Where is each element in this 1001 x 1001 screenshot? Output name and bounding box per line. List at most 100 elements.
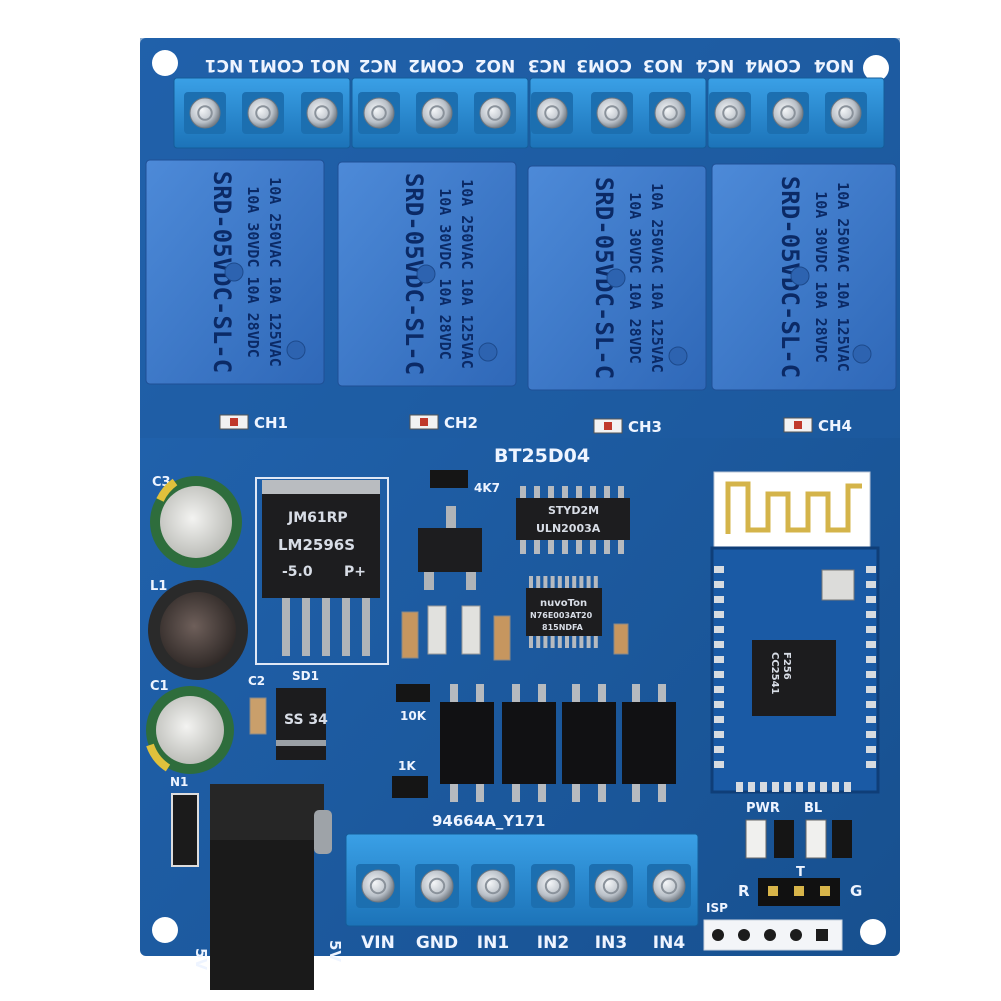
resistor-array-icon <box>392 776 428 798</box>
capacitor-c3-icon <box>150 476 242 568</box>
optocoupler-group <box>440 684 676 802</box>
relay-rating-2: 10A 30VDC 10A 28VDC <box>436 188 454 360</box>
bluetooth-module-icon: CC2541 F256 <box>710 471 880 794</box>
relay-rating-1: 10A 250VAC 10A 125VAC <box>648 183 666 373</box>
capacitor-c1-icon <box>146 686 234 774</box>
relay-rating-2: 10A 30VDC 10A 28VDC <box>812 191 830 363</box>
terminal-label: IN4 <box>653 933 686 953</box>
terminal-screw-icon[interactable] <box>415 864 459 908</box>
driver-chip-icon: STYD2M ULN2003A <box>516 486 630 554</box>
terminal-label: NC2 <box>359 55 398 75</box>
relay-2: 10A 250VAC 10A 125VAC 10A 30VDC 10A 28VD… <box>337 161 517 387</box>
relay-3: 10A 250VAC 10A 125VAC 10A 30VDC 10A 28VD… <box>527 165 707 391</box>
relay-rating-1: 10A 250VAC 10A 125VAC <box>834 182 852 372</box>
top-terminal-labels: NC1 COM1 NO1 NC2 COM2 NO2 NC3 COM3 NO3 N… <box>205 55 855 75</box>
terminal-screw-icon[interactable] <box>589 864 633 908</box>
terminal-screw-icon[interactable] <box>356 864 400 908</box>
optocoupler-icon <box>440 684 494 802</box>
r-1k-label: 1K <box>398 759 416 773</box>
channel-label: CH3 <box>628 418 662 436</box>
terminal-label: NC3 <box>528 55 567 75</box>
inductor-l1-icon <box>148 580 248 680</box>
smd-capacitor-icon <box>249 697 267 735</box>
mounting-hole-icon <box>152 50 178 76</box>
smd-resistor-icon <box>430 470 468 488</box>
terminal-screw-icon[interactable] <box>531 864 575 908</box>
regulator-marking: JM61RP <box>287 510 348 526</box>
bl-label: BL <box>804 801 822 816</box>
c2-label: C2 <box>248 674 265 688</box>
terminal-screw-icon[interactable] <box>649 92 691 134</box>
uart-header-icon <box>758 878 840 906</box>
terminal-screw-icon[interactable] <box>531 92 573 134</box>
terminal-screw-icon[interactable] <box>591 92 633 134</box>
5v-right-label: 5V <box>326 940 344 962</box>
terminal-label: NC1 <box>205 55 244 75</box>
terminal-screw-icon[interactable] <box>242 92 284 134</box>
mounting-hole-icon <box>152 917 178 943</box>
relay-rating-1: 10A 250VAC 10A 125VAC <box>458 179 476 369</box>
optocoupler-icon <box>502 684 556 802</box>
terminal-label: NO4 <box>814 55 855 75</box>
g-pin-label: G <box>850 882 862 900</box>
terminal-label: NO1 <box>310 55 351 75</box>
terminal-screw-icon[interactable] <box>184 92 226 134</box>
terminal-screw-icon[interactable] <box>767 92 809 134</box>
terminal-label: IN1 <box>477 933 509 953</box>
terminal-screw-icon[interactable] <box>647 864 691 908</box>
relay-rating-2: 10A 30VDC 10A 28VDC <box>244 186 262 358</box>
terminal-screw-icon[interactable] <box>301 92 343 134</box>
terminal-label: IN3 <box>595 933 627 953</box>
terminal-label: NO3 <box>643 55 684 75</box>
terminal-screw-icon[interactable] <box>474 92 516 134</box>
diode-icon: SS 34 <box>276 688 328 760</box>
terminal-label: VIN <box>361 933 395 953</box>
jumper-icon <box>171 793 199 867</box>
regulator-marking: -5.0 <box>282 564 313 580</box>
sd1-label: SD1 <box>292 669 319 683</box>
terminal-label: GND <box>416 933 458 953</box>
l1-label: L1 <box>150 579 167 594</box>
relay-rating-2: 10A 30VDC 10A 28VDC <box>626 192 644 364</box>
regulator-chip-icon: JM61RP LM2596S -5.0 P+ <box>255 477 389 665</box>
status-leds <box>745 819 852 859</box>
mcu-chip-icon: nuvoTon N76E003AT20 815NDFA <box>526 576 602 648</box>
board-model-label: BT25D04 <box>494 445 590 467</box>
terminal-label: COM4 <box>745 55 801 75</box>
optocoupler-icon <box>562 684 616 802</box>
diode-marking: SS 34 <box>284 712 328 728</box>
part-number-label: 94664A_Y171 <box>432 812 545 830</box>
mcu-marking: 815NDFA <box>542 623 584 632</box>
top-terminal-block <box>173 77 885 149</box>
r-4k7-label: 4K7 <box>474 481 500 495</box>
terminal-screw-icon[interactable] <box>471 864 515 908</box>
5v-left-label: 5V <box>192 948 210 970</box>
r-10k-label: 10K <box>400 709 427 723</box>
dc-jack-icon <box>210 784 332 990</box>
terminal-screw-icon[interactable] <box>358 92 400 134</box>
isp-label: ISP <box>706 901 728 915</box>
regulator-marking: LM2596S <box>278 536 355 554</box>
relay-1: 10A 250VAC 10A 125VAC 10A 30VDC 10A 28VD… <box>145 159 325 385</box>
bottom-terminal-block <box>345 833 699 927</box>
relay-group: 10A 250VAC 10A 125VAC 10A 30VDC 10A 28VD… <box>145 159 897 391</box>
mounting-hole-icon <box>860 919 886 945</box>
t-pin-label: T <box>796 865 805 880</box>
terminal-screw-icon[interactable] <box>825 92 867 134</box>
mcu-marking: nuvoTon <box>540 598 587 609</box>
pwr-label: PWR <box>746 801 780 816</box>
bt-chip-marking: F256 <box>781 652 792 680</box>
regulator-marking: P+ <box>344 564 366 580</box>
terminal-screw-icon[interactable] <box>416 92 458 134</box>
terminal-label: COM3 <box>576 55 632 75</box>
terminal-label: NC4 <box>696 55 735 75</box>
bt-chip-marking: CC2541 <box>769 652 780 695</box>
smd-resistor-icon <box>396 684 430 702</box>
optocoupler-icon <box>622 684 676 802</box>
driver-marking: STYD2M <box>548 504 599 517</box>
terminal-label: COM1 <box>248 55 304 75</box>
terminal-screw-icon[interactable] <box>709 92 751 134</box>
mcu-marking: N76E003AT20 <box>530 611 593 620</box>
relay-4: 10A 250VAC 10A 125VAC 10A 30VDC 10A 28VD… <box>711 163 897 391</box>
r-pin-label: R <box>738 882 750 900</box>
